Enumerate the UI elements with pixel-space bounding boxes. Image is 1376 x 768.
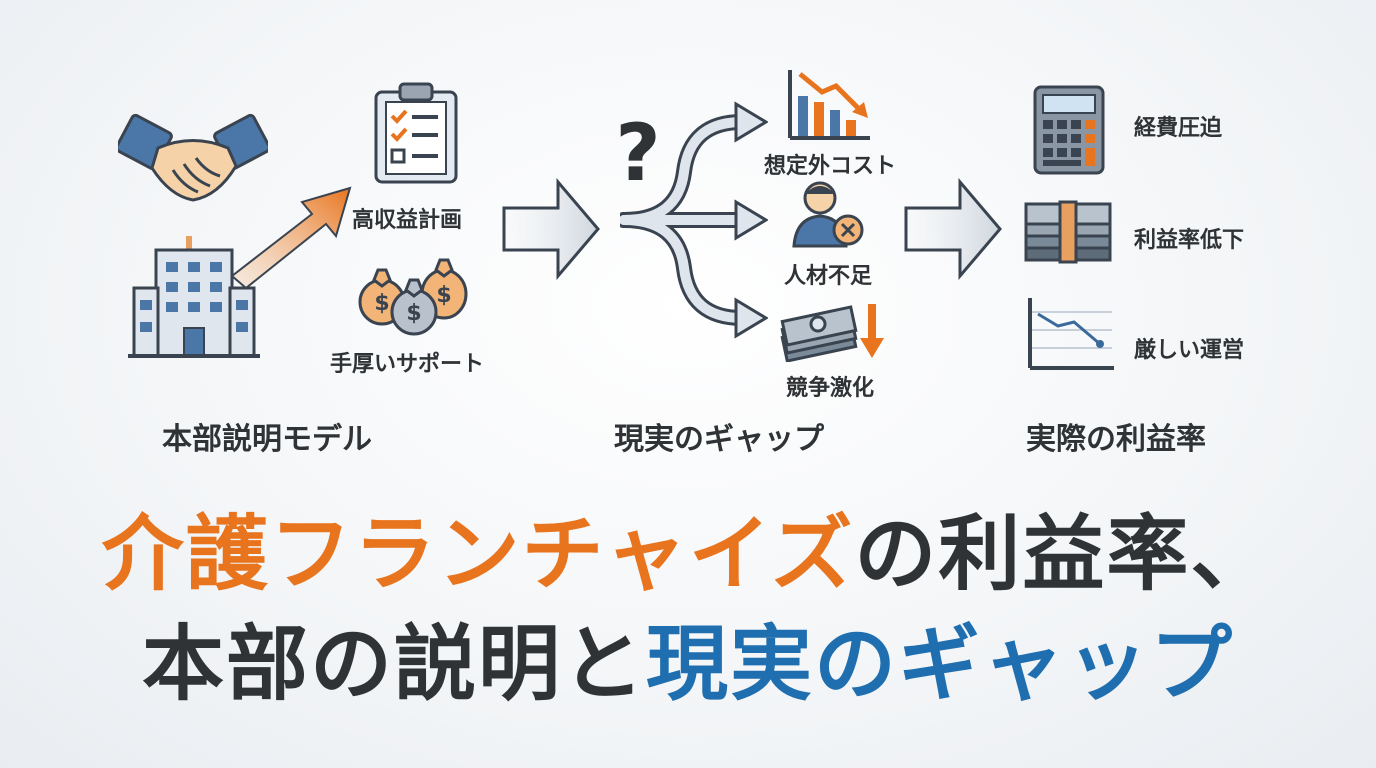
- title-part-orange: 介護フランチャイズ: [101, 507, 855, 602]
- calculator-icon: [1033, 85, 1105, 175]
- actual-item-label-2: 利益率低下: [1134, 228, 1245, 253]
- gap-item-label-3: 競争激化: [786, 376, 875, 401]
- svg-text:$: $: [406, 301, 421, 326]
- svg-text:$: $: [374, 291, 389, 316]
- flow-arrow-2: [904, 178, 1002, 280]
- person-x-icon: [792, 181, 864, 248]
- title-line-1: 介護フランチャイズの利益率、: [0, 514, 1376, 596]
- gap-item-label-1: 想定外コスト: [764, 154, 897, 179]
- money-down-icon: [780, 304, 884, 362]
- clipboard-checklist-icon: [374, 82, 458, 184]
- declining-chart-icon: [788, 70, 870, 140]
- question-mark-icon: ?: [615, 109, 660, 188]
- actual-caption: 実際の利益率: [1026, 422, 1206, 457]
- title-part-blue: 現実のギャップ: [646, 617, 1235, 712]
- gap-caption: 現実のギャップ: [614, 422, 824, 457]
- upward-arrow-icon: [230, 186, 352, 290]
- branching-arrows-icon: [620, 101, 768, 339]
- model-item-label-2: 手厚いサポート: [330, 352, 485, 377]
- model-item-label-1: 高収益計画: [352, 208, 463, 233]
- model-caption: 本部説明モデル: [162, 422, 372, 457]
- title-part-dark-2: 本部の説明と: [141, 617, 646, 712]
- flow-arrow-1: [502, 178, 600, 280]
- actual-item-label-3: 厳しい運営: [1134, 338, 1245, 363]
- gap-item-label-2: 人材不足: [784, 264, 873, 289]
- title-line-2: 本部の説明と現実のギャップ: [0, 624, 1376, 706]
- svg-text:?: ?: [615, 109, 660, 188]
- office-building-icon: [128, 236, 260, 358]
- cash-stack-icon: [1024, 200, 1112, 264]
- actual-item-label-1: 経費圧迫: [1134, 116, 1223, 141]
- svg-text:$: $: [436, 283, 451, 308]
- line-chart-down-icon: [1028, 298, 1114, 370]
- title-part-dark-1: の利益率、: [854, 507, 1275, 602]
- money-bags-icon: $ $ $: [358, 258, 468, 336]
- handshake-icon: [118, 113, 268, 202]
